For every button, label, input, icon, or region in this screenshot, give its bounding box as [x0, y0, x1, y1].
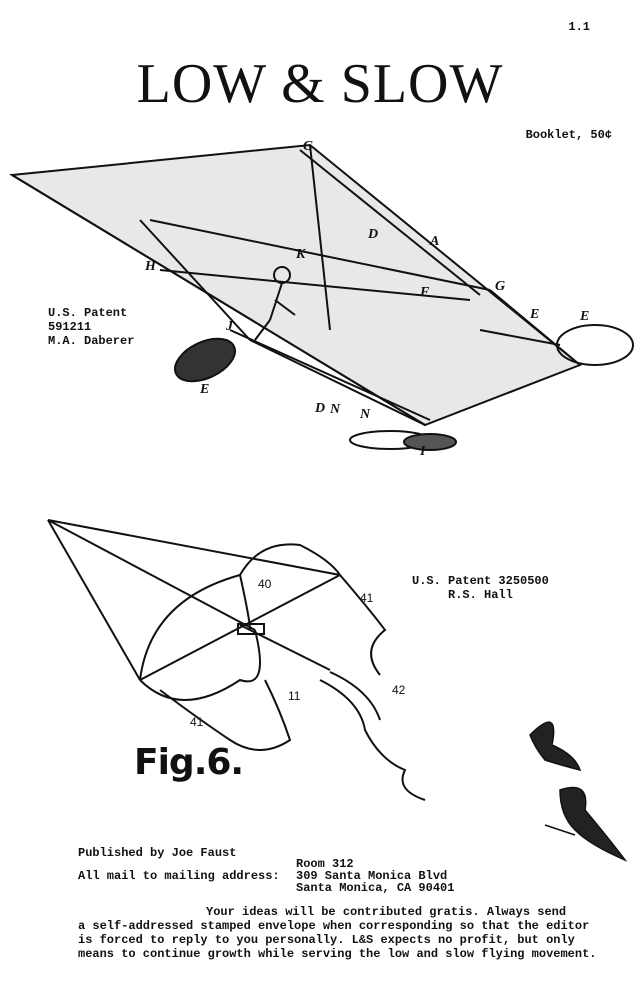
- issue-number: 1.1: [568, 20, 590, 34]
- note-line-2: a self-addressed stamped envelope when c…: [78, 919, 590, 933]
- patent-one-inventor: M.A. Daberer: [48, 334, 135, 348]
- label-11: 11: [288, 689, 301, 703]
- label-41-bottom: 41: [190, 715, 204, 729]
- patent-two-label: U.S. Patent 3250500: [412, 574, 549, 588]
- patent-one-number: 591211: [48, 320, 92, 334]
- label-41-top: 41: [360, 591, 374, 605]
- letter-f: F: [419, 285, 430, 300]
- note-line-4: means to continue growth while serving t…: [78, 947, 597, 961]
- mail-label: All mail to mailing address:: [78, 869, 280, 883]
- letter-e-right: E: [529, 307, 539, 322]
- letter-d: D: [367, 227, 378, 242]
- letter-k: K: [295, 247, 307, 262]
- address-line-2: 309 Santa Monica Blvd: [296, 869, 448, 883]
- label-40: 40: [258, 577, 272, 591]
- letter-j: J: [225, 319, 234, 334]
- patent-one-label: U.S. Patent: [48, 306, 128, 320]
- letter-i: I: [419, 444, 426, 459]
- letter-g: G: [495, 279, 505, 294]
- letter-c: C: [303, 139, 313, 154]
- patent-two: U.S. Patent 3250500 R.S. Hall: [412, 574, 549, 602]
- figure-caption: Fig.6.: [134, 742, 244, 783]
- mailing-address: Room 312 309 Santa Monica Blvd Santa Mon…: [296, 858, 454, 894]
- price-label: Booklet, 50¢: [525, 128, 612, 142]
- letter-n-left: N: [329, 402, 341, 417]
- patent-two-inventor: R.S. Hall: [448, 588, 513, 602]
- note-line-1: Your ideas will be contributed gratis. A…: [206, 905, 567, 919]
- note-line-3: is forced to reply to you personally. L&…: [78, 933, 575, 947]
- address-line-3: Santa Monica, CA 90401: [296, 881, 455, 895]
- publisher-line: Published by Joe Faust: [78, 846, 237, 860]
- address-line-1: Room 312: [296, 857, 354, 871]
- letter-h: H: [144, 259, 157, 274]
- label-42: 42: [392, 683, 406, 697]
- editorial-note: Your ideas will be contributed gratis. A…: [78, 905, 596, 961]
- letter-a: A: [429, 234, 439, 249]
- letter-e-left: E: [199, 382, 209, 397]
- patent-one: U.S. Patent 591211 M.A. Daberer: [48, 306, 134, 348]
- letter-e-tail: E: [579, 309, 589, 324]
- letter-n-right: N: [359, 407, 371, 422]
- letter-d-bottom: D: [314, 401, 325, 416]
- page-title: LOW & SLOW: [136, 53, 504, 115]
